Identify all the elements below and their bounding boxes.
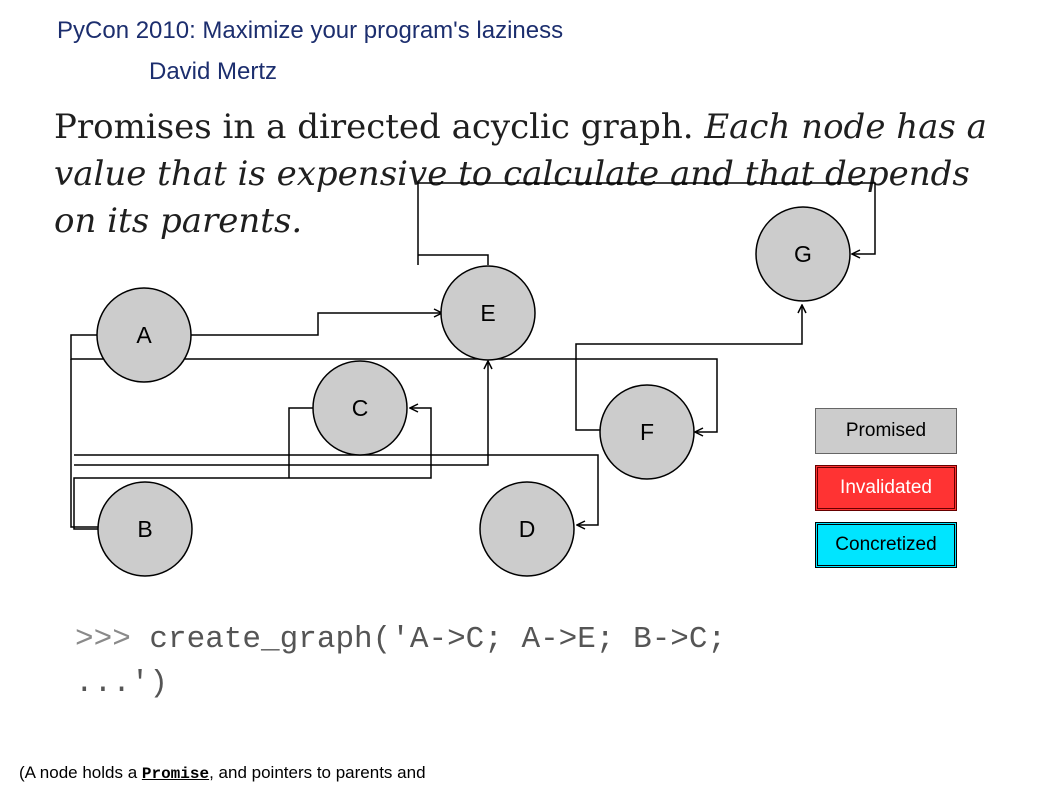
code-line-2: ...'): [75, 666, 169, 701]
node-f-label: F: [640, 419, 654, 445]
edge-b-to-c: [73, 408, 432, 530]
heading-italic-text: Each node has a value that is expensive …: [54, 107, 987, 241]
node-b-label: B: [137, 516, 152, 542]
heading-plain-text: Promises in a directed acyclic graph.: [54, 107, 705, 147]
edge-b-to-d: [74, 454, 599, 525]
node-e-label: E: [480, 300, 495, 326]
edge-c-loop: [288, 407, 313, 478]
node-g: [755, 206, 851, 302]
legend-invalidated: Invalidated: [815, 465, 957, 511]
code-example: >>> create_graph('A->C; A->E; B->C; ...'…: [75, 618, 726, 706]
slide-header-author: David Mertz: [149, 58, 278, 85]
node-a: [96, 287, 192, 383]
edge-a-rail: [70, 359, 98, 528]
node-a-label: A: [136, 322, 152, 348]
footnote: (A node holds a Promise, and pointers to…: [19, 763, 426, 783]
legend-promised: Promised: [815, 408, 957, 454]
node-d-label: D: [519, 516, 536, 542]
node-c-label: C: [352, 395, 369, 421]
legend-concretized: Concretized: [815, 522, 957, 568]
slide-header-title: PyCon 2010: Maximize your program's lazi…: [57, 17, 564, 44]
edge-e-to-g: [417, 182, 876, 265]
node-b: [97, 481, 193, 577]
edge-f-to-g: [575, 305, 802, 431]
node-e: [440, 265, 536, 361]
footnote-before: (A node holds a: [19, 763, 142, 782]
slide-heading: Promises in a directed acyclic graph. Ea…: [54, 104, 1014, 245]
node-d: [479, 481, 575, 577]
node-f: [599, 384, 695, 480]
edge-a-to-e: [190, 313, 442, 336]
footnote-after: , and pointers to parents and: [209, 763, 426, 782]
footnote-code: Promise: [141, 765, 210, 783]
edge-e-up: [418, 254, 489, 265]
edge-a-to-f: [70, 334, 718, 432]
edge-b-to-e: [74, 361, 488, 466]
code-line-1: create_graph('A->C; A->E; B->C;: [130, 622, 727, 657]
node-g-label: G: [794, 241, 812, 267]
node-c: [312, 360, 408, 456]
code-prompt: >>>: [75, 622, 131, 657]
